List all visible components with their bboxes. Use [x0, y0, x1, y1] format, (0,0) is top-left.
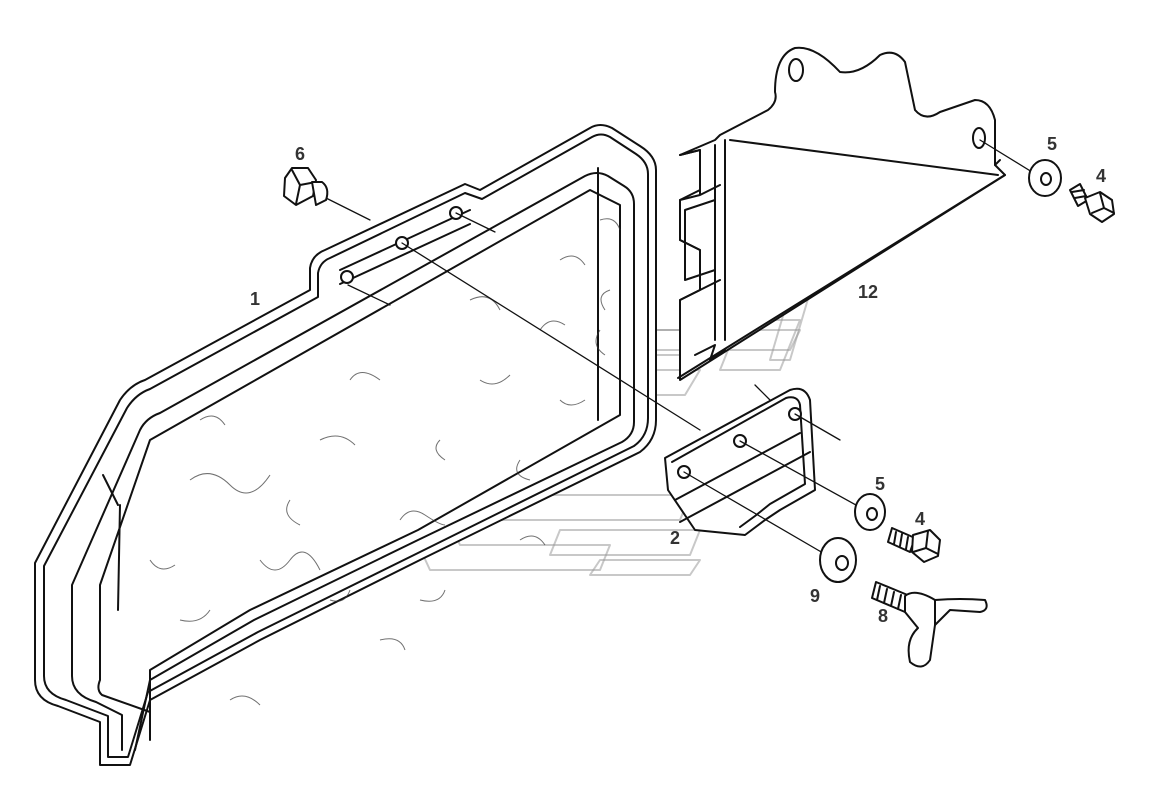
label-part-12: 12	[858, 282, 878, 302]
wing-screw: 8	[871, 581, 988, 668]
label-part-9: 9	[810, 586, 820, 606]
cover-panel: 1	[34, 124, 657, 766]
bolt-middle: 4	[887, 509, 941, 563]
label-part-5-top: 5	[1047, 134, 1057, 154]
label-part-8: 8	[878, 606, 888, 626]
washer-middle: 5	[854, 474, 886, 531]
hex-nut: 6	[283, 144, 329, 206]
washer-large: 9	[810, 537, 857, 606]
label-part-1: 1	[250, 289, 260, 309]
label-part-4-top: 4	[1096, 166, 1106, 186]
label-part-2: 2	[670, 528, 680, 548]
mounting-plate: 2	[664, 384, 816, 548]
cover-texture	[149, 218, 621, 706]
label-part-5-middle: 5	[875, 474, 885, 494]
washer-top: 5	[1028, 134, 1062, 197]
mounting-bracket: 12	[677, 46, 1006, 381]
label-part-4-middle: 4	[915, 509, 925, 529]
label-part-6: 6	[295, 144, 305, 164]
bolt-top: 4	[1069, 166, 1115, 223]
